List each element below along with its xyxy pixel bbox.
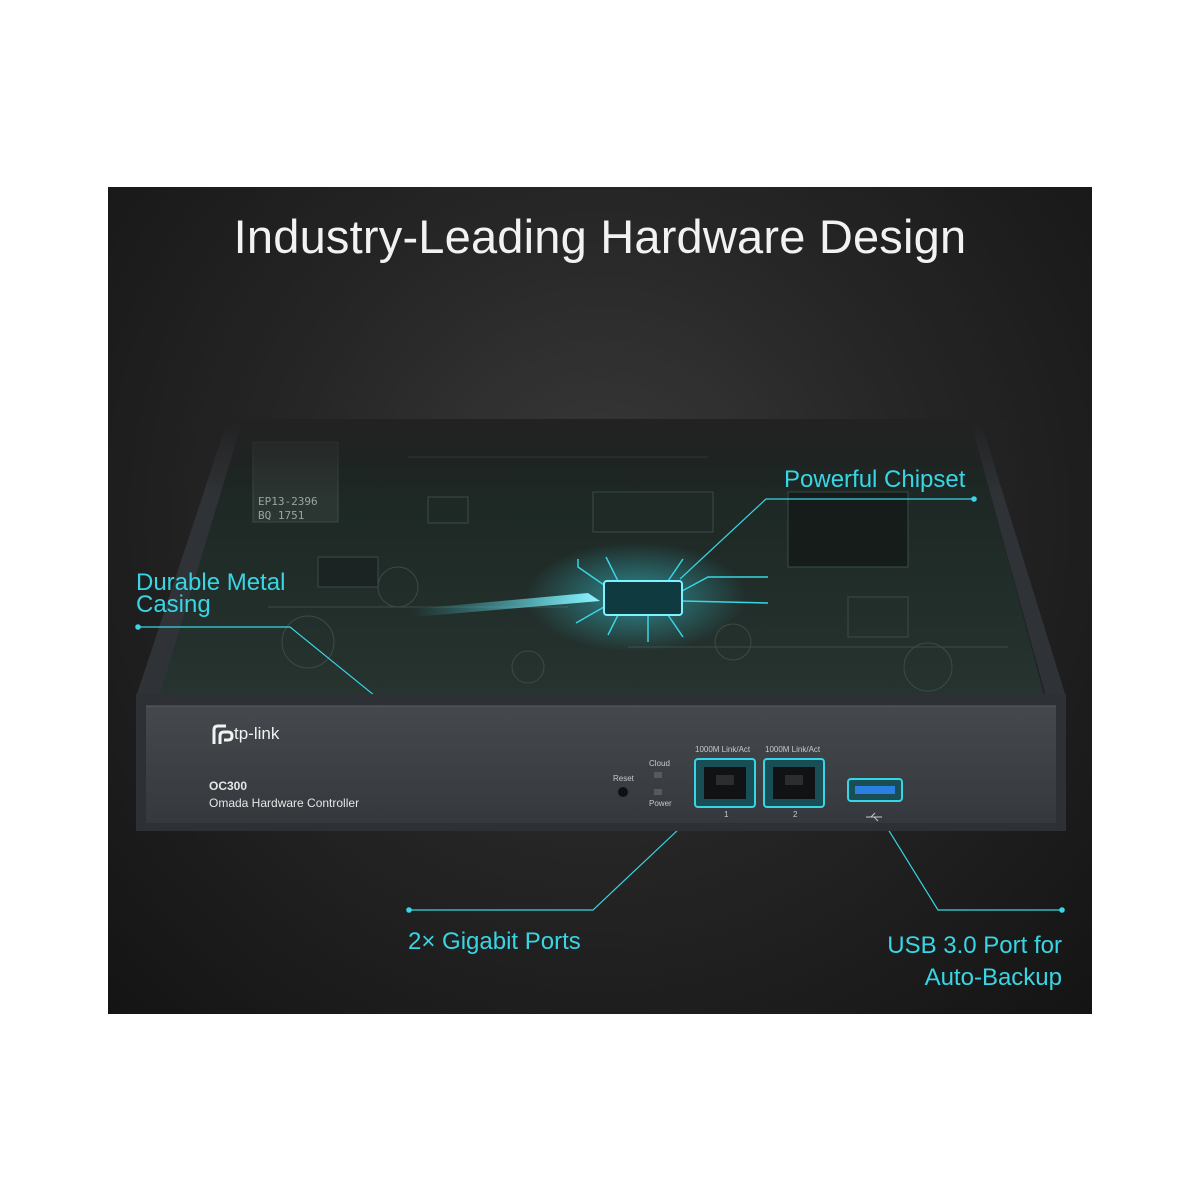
callout-gigabit-ports: 2× Gigabit Ports xyxy=(408,928,581,955)
callout-casing-line1: Durable Metal xyxy=(136,569,286,596)
callout-usb-line1: USB 3.0 Port for xyxy=(887,932,1062,959)
model-description: Omada Hardware Controller xyxy=(209,796,360,810)
port1-number-label: 1 xyxy=(724,810,729,819)
product-banner: EP13-2396 BQ 1751 xyxy=(108,187,1092,1014)
port2-header-label: 1000M Link/Act xyxy=(765,745,821,754)
cloud-led-icon xyxy=(654,772,662,778)
model-name: OC300 xyxy=(209,779,248,793)
chipset-light-beam xyxy=(413,593,600,617)
ethernet-port-1-icon xyxy=(694,758,756,808)
callout-usb-port: USB 3.0 Port for Auto-Backup xyxy=(887,930,1062,994)
power-led-icon xyxy=(654,789,662,795)
callout-durable-metal-casing: Durable Metal Casing xyxy=(136,569,286,618)
callout-powerful-chipset: Powerful Chipset xyxy=(784,466,966,493)
usb-port-icon xyxy=(847,778,903,802)
port2-number-label: 2 xyxy=(793,810,798,819)
page-title: Industry-Leading Hardware Design xyxy=(233,210,967,263)
chassis-front-panel xyxy=(146,706,1056,823)
callout-casing-line2: Casing xyxy=(136,591,211,618)
brand-logo-text: tp-link xyxy=(234,724,280,743)
callout-usb-line2: Auto-Backup xyxy=(924,964,1062,991)
reset-button-icon xyxy=(618,787,628,797)
chipset-traces xyxy=(575,556,769,642)
chipset-icon xyxy=(603,580,683,616)
port1-header-label: 1000M Link/Act xyxy=(695,745,751,754)
chip-code-line2: BQ 1751 xyxy=(258,509,304,522)
reset-label: Reset xyxy=(613,774,634,783)
brand-logo-icon xyxy=(212,724,234,744)
usb-symbol-icon xyxy=(866,812,882,822)
device-illustration: EP13-2396 BQ 1751 xyxy=(135,419,1066,913)
power-led-label: Power xyxy=(649,799,672,808)
ethernet-port-2-icon xyxy=(763,758,825,808)
cloud-led-label: Cloud xyxy=(649,759,670,768)
callout-leaders xyxy=(135,496,1065,913)
